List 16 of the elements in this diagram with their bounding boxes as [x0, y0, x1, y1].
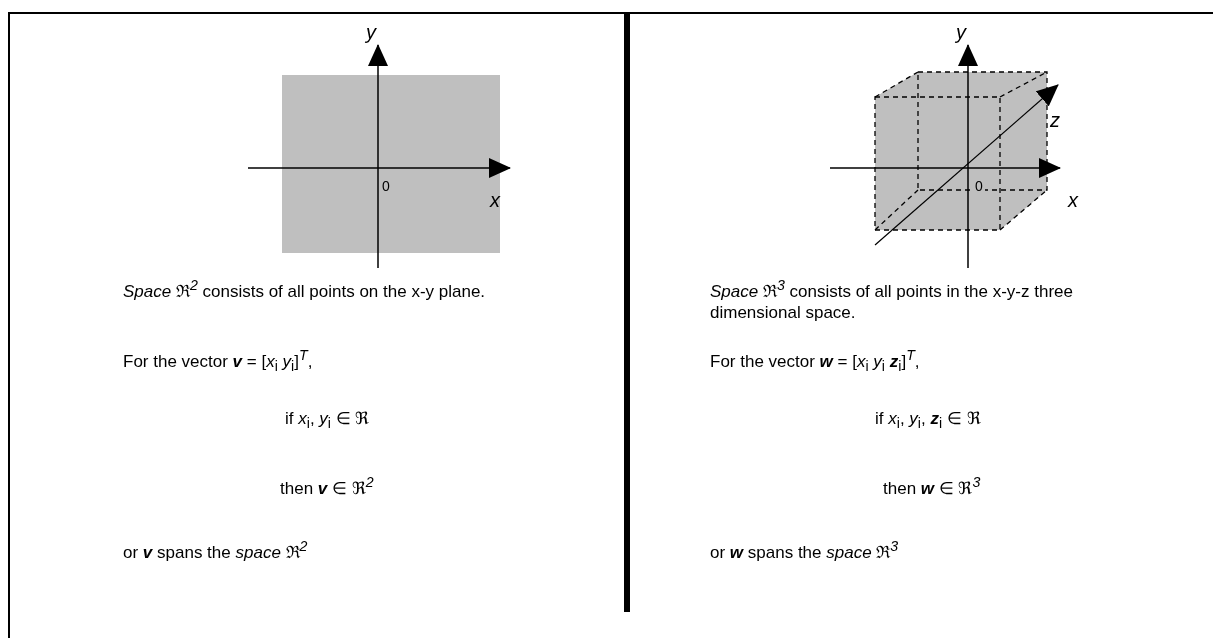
vector-definition: For the vector v = [x$_{i}$ y$_{i}$]$^{T}$, [123, 346, 313, 377]
axis-label: y [956, 22, 966, 43]
condition-text: if x$_{i}$, y$_{i}$ ∈ ℜ [285, 408, 370, 434]
axis-label: x [490, 190, 500, 211]
conclusion-text: then w ∈ ℜ$^{3}$ [883, 473, 981, 499]
description-text: Space ℜ$^{2}$ consists of all points on the x-y plane. [123, 276, 487, 302]
span-statement: or w spans the space ℜ$^{3}$ [710, 537, 899, 563]
span-statement: or v spans the space ℜ$^{2}$ [123, 537, 308, 563]
origin-label: 0 [382, 177, 390, 196]
description-text: Space ℜ$^{3}$ consists of all points in the x-y-z three dimensional space. [710, 276, 1074, 323]
axis-label: y [366, 22, 376, 43]
conclusion-text: then v ∈ ℜ$^{2}$ [280, 473, 374, 499]
axis-label: z [1050, 110, 1060, 131]
condition-text: if x$_{i}$, y$_{i}$, z$_{i}$ ∈ ℜ [875, 408, 981, 434]
vector-definition: For the vector w = [x$_{i}$ y$_{i}$ z$_{i}$]$^{T}$, [710, 346, 920, 377]
axis-label: x [1068, 190, 1078, 211]
